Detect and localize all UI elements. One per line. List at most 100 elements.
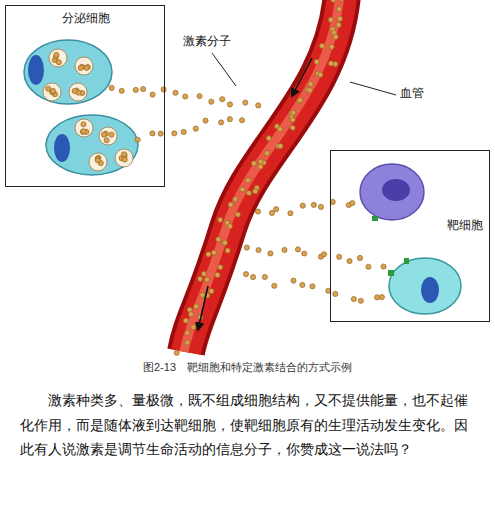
vesicle — [89, 153, 107, 171]
hormone-molecule — [297, 98, 302, 103]
cell-panel: 靶细胞 — [330, 150, 490, 322]
hormone-molecule — [150, 131, 155, 136]
hormone-molecule — [121, 152, 126, 157]
hormone-molecule — [290, 125, 295, 130]
hormone-molecule — [233, 196, 238, 201]
hormone-molecule — [318, 204, 323, 209]
hormone-molecule — [243, 271, 248, 276]
hormone-molecule — [185, 340, 190, 345]
hormone-molecule — [201, 271, 206, 276]
hormone-molecule — [133, 87, 138, 92]
hormone-molecule — [56, 60, 61, 65]
hormone-molecule — [258, 164, 263, 169]
hormone-molecule — [183, 94, 188, 99]
hormone-molecule — [333, 34, 338, 39]
blood-vessel — [184, 0, 342, 352]
cell-panel: 分泌细胞 — [5, 5, 165, 187]
hormone-molecule — [329, 44, 334, 49]
hormone-molecule — [351, 296, 356, 301]
hormone-molecule — [256, 247, 261, 252]
hormone-molecule — [220, 97, 225, 102]
hormone-molecule — [243, 100, 248, 105]
hormone-molecule — [314, 59, 319, 64]
hormone-molecule — [218, 265, 223, 270]
hormone-molecule — [337, 254, 342, 259]
hormone-molecule — [336, 22, 341, 27]
vessel-label: 血管 — [400, 86, 424, 100]
hormone-molecule — [209, 289, 214, 294]
hormone-molecule — [282, 247, 287, 252]
vesicle — [69, 83, 87, 101]
hormone-molecule — [161, 87, 166, 92]
hormone-molecule — [198, 276, 203, 281]
hormone-molecule — [278, 144, 283, 149]
hormone-molecule — [268, 251, 273, 256]
hormone-molecule — [290, 117, 295, 122]
hormone-molecule — [197, 93, 202, 98]
hormone-molecule — [262, 274, 267, 279]
hormone-molecule — [193, 126, 198, 131]
hormone-molecule — [174, 350, 179, 355]
hormone-molecule — [357, 255, 362, 260]
hormone-molecule — [253, 189, 258, 194]
hormone-molecule — [183, 318, 188, 323]
hormone-molecule — [246, 190, 251, 195]
hormone-molecule — [150, 92, 155, 97]
vesicle — [43, 49, 133, 171]
hormone-molecule — [219, 120, 224, 125]
vesicle — [115, 149, 133, 167]
panel-label: 靶细胞 — [447, 217, 483, 234]
hormone-molecule — [318, 72, 323, 77]
hormone-molecule — [272, 283, 277, 288]
hormone-molecule — [300, 203, 305, 208]
hormone-molecule — [216, 237, 221, 242]
hormone-molecule — [319, 43, 324, 48]
hormone-molecule — [209, 99, 214, 104]
hormone-molecule — [227, 117, 232, 122]
hormone-molecule — [225, 248, 230, 253]
panel-label: 分泌细胞 — [62, 10, 110, 27]
hormone-molecule — [78, 65, 83, 70]
hormone-molecule — [50, 88, 55, 93]
hormone-molecule — [81, 129, 86, 134]
hormone-molecule — [336, 6, 341, 11]
hormone-molecule — [339, 0, 344, 1]
hormone-molecule — [95, 158, 100, 163]
hormone-molecule — [222, 240, 227, 245]
hormone-molecule — [227, 102, 232, 107]
hormone-molecule — [366, 264, 371, 269]
hormone-molecule — [218, 217, 223, 222]
hormone-molecule — [46, 86, 51, 91]
vesicle — [49, 49, 67, 67]
hormone-molecule — [221, 240, 226, 245]
hormone-molecule — [288, 211, 293, 216]
hormone-molecule — [240, 187, 245, 192]
body-text: 激素种类多、量极微，既不组成细胞结构，又不提供能量，也不起催化作用，而是随体液到… — [20, 388, 478, 462]
secretory-cell — [24, 40, 138, 175]
hormone-molecule — [333, 291, 338, 296]
hormone-molecule — [206, 252, 211, 257]
hormone-molecule — [269, 210, 274, 215]
hormone-molecule — [141, 86, 146, 91]
hormone-molecule — [350, 201, 355, 206]
hormone-molecule — [245, 178, 250, 183]
hormone-molecule — [193, 304, 198, 309]
hormone-molecule — [300, 282, 305, 287]
hormone-molecule — [274, 207, 279, 212]
hormone-molecule — [200, 292, 205, 297]
hormone-molecule — [188, 312, 193, 317]
hormone-molecule — [251, 161, 256, 166]
hormone-molecule — [173, 90, 178, 95]
hormone-molecule — [266, 136, 271, 141]
target-cell — [360, 164, 461, 314]
hormone-molecule — [191, 325, 196, 330]
molecule-label: 激素分子 — [183, 34, 231, 48]
hormone-molecule — [308, 81, 313, 86]
hormone-molecule — [239, 118, 244, 123]
hormone-molecule — [379, 295, 384, 300]
hormone-molecule — [264, 151, 269, 156]
hormone-molecule — [204, 277, 209, 282]
hormone-molecule — [119, 88, 124, 93]
hormone-molecule — [54, 52, 59, 57]
hormone-molecule — [255, 209, 260, 214]
